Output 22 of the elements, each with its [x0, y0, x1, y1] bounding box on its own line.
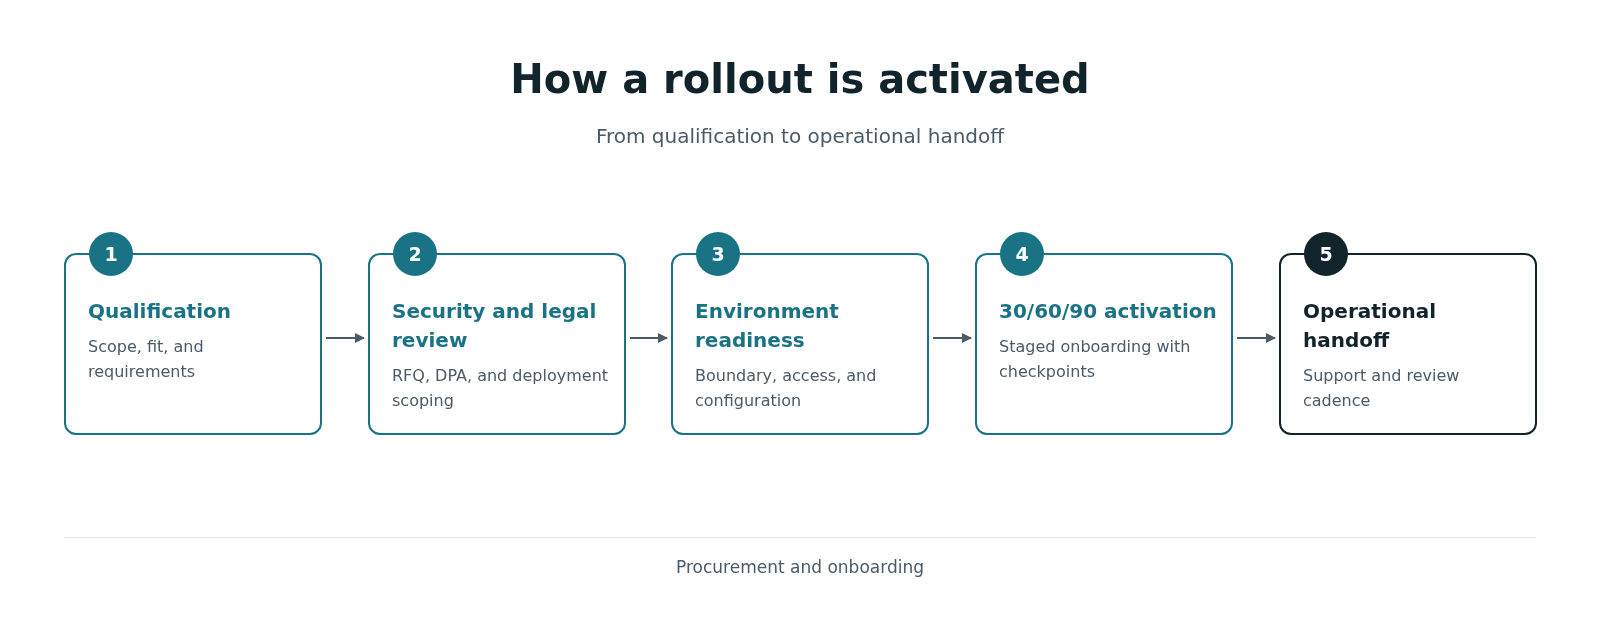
- step-heading: Qualification: [88, 298, 233, 325]
- step-description: RFQ, DPA, and deployment scoping: [392, 365, 610, 412]
- step-description: Boundary, access, and configuration: [695, 365, 878, 412]
- step-description: Scope, fit, and requirements: [88, 336, 205, 383]
- footer-text: Procurement and onboarding: [675, 557, 925, 577]
- title: How a rollout is activated: [509, 56, 1091, 102]
- step-description: Staged onboarding with checkpoints: [999, 336, 1192, 383]
- step-heading: 30/60/90 activation: [999, 298, 1217, 325]
- step-number: 4: [1000, 232, 1044, 276]
- arrow: [932, 333, 972, 343]
- step-number: 1: [89, 232, 133, 276]
- step-description: Support and review cadence: [1303, 365, 1461, 412]
- step-number: 5: [1304, 232, 1348, 276]
- arrow: [325, 333, 365, 343]
- step-heading: Security and legal review: [392, 298, 598, 354]
- step-heading: Environment readiness: [695, 298, 840, 354]
- subtitle: From qualification to operational handoff: [594, 124, 1006, 148]
- step-number: 2: [393, 232, 437, 276]
- arrow: [1236, 333, 1276, 343]
- step-number: 3: [696, 232, 740, 276]
- arrow: [629, 333, 668, 343]
- step-heading: Operational handoff: [1303, 298, 1437, 354]
